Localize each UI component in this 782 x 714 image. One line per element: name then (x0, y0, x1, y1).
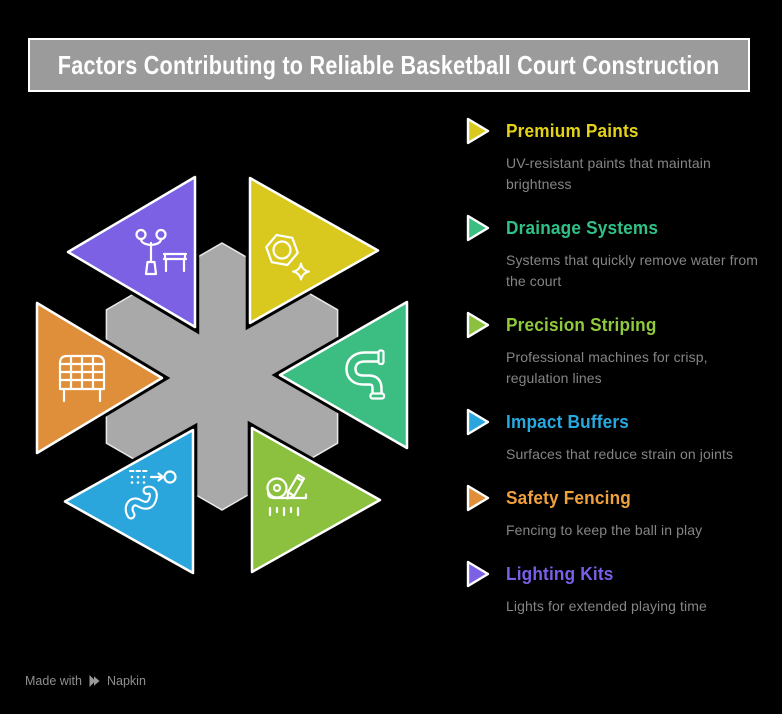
legend-item-premium-paints: Premium Paints UV-resistant paints that … (466, 117, 758, 195)
page-title: Factors Contributing to Reliable Basketb… (58, 49, 720, 80)
legend-item-title: Drainage Systems (506, 217, 659, 238)
legend-item-impact-buffers: Impact Buffers Surfaces that reduce stra… (466, 408, 758, 465)
brand-label: Napkin (106, 674, 146, 688)
lighting-kits-bullet-icon (466, 560, 490, 588)
napkin-logo-icon (89, 675, 100, 687)
legend-item-title: Premium Paints (506, 120, 639, 141)
drain-pipe-icon (345, 349, 386, 400)
nut-sparkle-icon (265, 233, 310, 281)
legend: Premium Paints UV-resistant paints that … (466, 117, 758, 617)
triangle-premium-paints (248, 176, 380, 325)
legend-item-description: UV-resistant paints that maintain bright… (506, 155, 711, 192)
legend-item-head: Safety Fencing (466, 484, 758, 512)
measuring-tape-pencil-icon (266, 473, 308, 517)
legend-item-head: Drainage Systems (466, 214, 758, 242)
legend-item-description: Professional machines for crisp, regulat… (506, 349, 708, 386)
drainage-systems-bullet-icon (466, 214, 490, 242)
legend-item-title: Lighting Kits (506, 563, 614, 584)
street-lamp-bench-icon (135, 228, 188, 276)
legend-item-description: Surfaces that reduce strain on joints (506, 446, 734, 462)
safety-fencing-bullet-icon (466, 484, 490, 512)
legend-item-description: Systems that quickly remove water from t… (506, 252, 758, 289)
impact-buffers-bullet-icon (466, 408, 490, 436)
legend-item-title: Safety Fencing (506, 487, 631, 508)
legend-item-title: Impact Buffers (506, 411, 630, 432)
triangle-safety-fencing (35, 301, 164, 455)
triangle-lighting-kits (66, 175, 197, 329)
title-bar: Factors Contributing to Reliable Basketb… (28, 38, 750, 92)
made-with-label: Made with (25, 674, 82, 688)
legend-item-description: Lights for extended playing time (506, 598, 707, 614)
legend-item-safety-fencing: Safety Fencing Fencing to keep the ball … (466, 484, 758, 541)
precision-striping-bullet-icon (466, 311, 490, 339)
legend-item-precision-striping: Precision Striping Professional machines… (466, 311, 758, 389)
legend-item-head: Lighting Kits (466, 560, 758, 588)
premium-paints-bullet-icon (466, 117, 490, 145)
legend-item-head: Impact Buffers (466, 408, 758, 436)
legend-item-lighting-kits: Lighting Kits Lights for extended playin… (466, 560, 758, 617)
triangle-drainage-systems (278, 300, 409, 450)
triangle-precision-striping (250, 426, 382, 574)
legend-item-head: Precision Striping (466, 311, 758, 339)
legend-item-description: Fencing to keep the ball in play (506, 522, 703, 538)
legend-item-head: Premium Paints (466, 117, 758, 145)
net-fence-icon (58, 354, 106, 403)
footer-attribution: Made with Napkin (25, 672, 146, 690)
legend-item-drainage-systems: Drainage Systems Systems that quickly re… (466, 214, 758, 292)
strategy-path-icon (124, 470, 177, 520)
legend-item-title: Precision Striping (506, 314, 657, 335)
